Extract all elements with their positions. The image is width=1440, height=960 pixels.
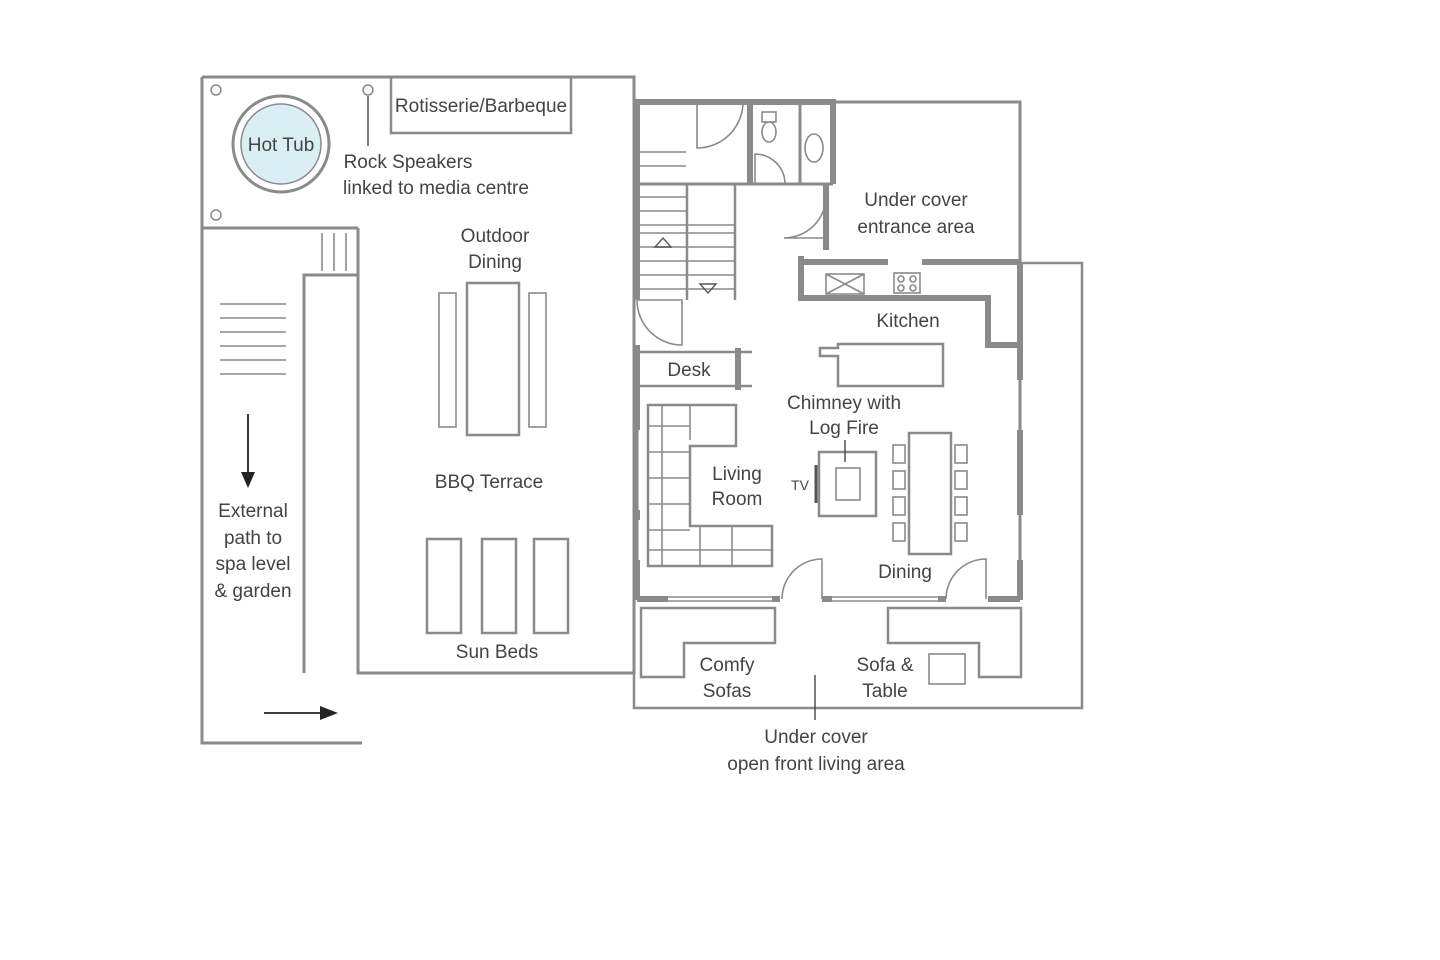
external-path-label-1: External: [218, 501, 288, 522]
sink-icon: [825, 273, 865, 295]
sofa-and-table: [886, 606, 1023, 685]
comfy-sofas-label-2: Sofas: [703, 681, 752, 702]
external-path-label-3: spa level: [216, 554, 291, 575]
sofa-table-label-1: Sofa &: [856, 655, 913, 676]
comfy-sofas-label-1: Comfy: [700, 655, 755, 676]
dining-table: [892, 431, 968, 556]
path-steps: [220, 303, 286, 375]
tv-label: TV: [791, 477, 810, 493]
sun-beds: [425, 537, 570, 635]
down-arrow-icon: [241, 414, 255, 488]
rock-speakers-label: Rock Speakers: [344, 152, 473, 173]
outdoor-dining-table: [438, 281, 547, 437]
external-path-label-4: & garden: [214, 581, 291, 602]
under-cover-living-label-1: Under cover: [764, 727, 868, 748]
sun-beds-label: Sun Beds: [456, 642, 538, 663]
hot-tub-label: Hot Tub: [248, 135, 315, 156]
right-arrow-icon: [264, 706, 338, 720]
living-room-sofa: [646, 403, 774, 568]
hot-tub: Hot Tub: [231, 94, 331, 194]
outdoor-dining-sublabel: Dining: [468, 252, 522, 273]
chimney-log-fire: [817, 450, 878, 518]
stove-icon: [893, 272, 921, 294]
staircase: [640, 151, 734, 295]
under-cover-entrance-label-1: Under cover: [864, 190, 968, 211]
comfy-sofas: [639, 606, 777, 679]
kitchen-label: Kitchen: [876, 311, 939, 332]
speaker-icon: [210, 84, 222, 96]
outdoor-dining-label: Outdoor: [461, 226, 530, 247]
desk-label: Desk: [667, 360, 711, 381]
sofa-table-label-2: Table: [862, 681, 907, 702]
stair-down-icon: [698, 283, 718, 295]
rotisserie-label: Rotisserie/Barbeque: [395, 96, 567, 117]
toilet-icon: [761, 111, 777, 143]
bbq-terrace-label: BBQ Terrace: [435, 472, 543, 493]
rotisserie-barbeque: Rotisserie/Barbeque: [389, 75, 573, 135]
external-path-label-2: path to: [224, 528, 282, 549]
chimney-label-2: Log Fire: [809, 418, 879, 439]
speaker-icon: [362, 84, 374, 96]
rock-speakers-sublabel: linked to media centre: [343, 178, 529, 199]
dining-label: Dining: [878, 562, 932, 583]
chimney-label-1: Chimney with: [787, 393, 901, 414]
under-cover-entrance-label-2: entrance area: [857, 217, 975, 238]
house-walls: [632, 99, 1084, 720]
sink-icon: [804, 133, 824, 163]
under-cover-living-label-2: open front living area: [727, 754, 905, 775]
living-room-label-1: Living: [712, 464, 762, 485]
living-room-label-2: Room: [712, 489, 763, 510]
stair-up-icon: [653, 236, 673, 248]
speaker-icon: [210, 209, 222, 221]
